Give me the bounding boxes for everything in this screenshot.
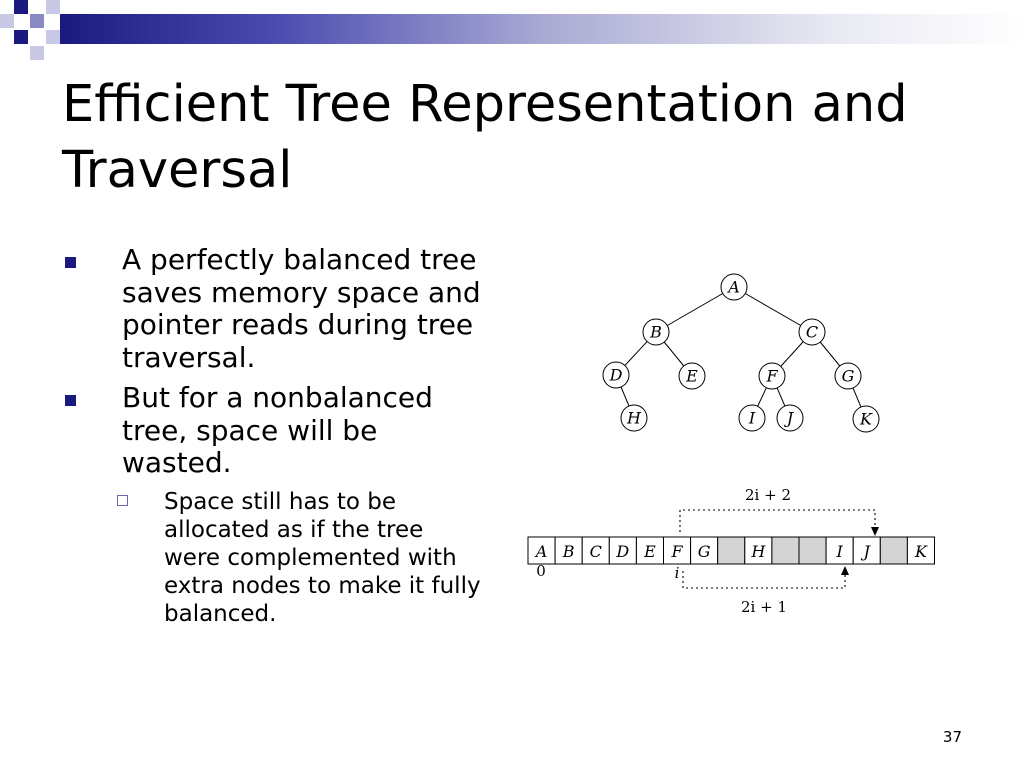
array-cell: E [635,536,665,565]
sub-bullet-text: Space still has to be allocated as if th… [164,488,481,627]
index-start-label: 0 [536,562,546,580]
hollow-square-bullet-icon [117,494,128,506]
bullet-text: A perfectly balanced tree saves memory s… [122,243,481,374]
bullet-square-icon [65,257,76,268]
index-i-label: i [675,564,680,582]
bullet-text: But for a nonbalanced tree, space will b… [122,381,433,479]
bullet-list: A perfectly balanced tree saves memory s… [62,243,482,628]
array-cell-label: I [835,542,843,561]
tree-node: J [776,404,804,432]
sub-bullet-item: Space still has to be allocated as if th… [62,488,482,628]
tree-node: C [798,318,826,346]
tree-node: A [720,273,748,301]
left-child-label: 2i + 1 [741,598,787,616]
array-cell-label: E [643,542,656,561]
array-cell: G [690,536,719,565]
tree-node-label: H [626,409,642,428]
tree-node: B [642,318,670,346]
tree-node-label: D [609,366,623,385]
array-cell: H [744,536,773,565]
tree-node-label: F [765,367,778,386]
tree-node-label: J [784,409,795,428]
slide-title: Efficient Tree Representation and Traver… [62,75,908,200]
tree-node: F [758,362,786,390]
tree-node: E [678,362,706,390]
tree-node: I [738,404,766,432]
bullet-item: A perfectly balanced tree saves memory s… [62,243,482,374]
array-cell: A [527,536,556,565]
array-cell-label: H [750,542,766,561]
array-cell-label: D [615,542,629,561]
array-cell [879,536,908,565]
array-cell-label: F [670,542,683,561]
tree-node: H [620,404,648,432]
array-cell: B [554,536,583,565]
tree-node-label: C [806,323,818,342]
array-cell: I [825,536,854,565]
bullet-square-icon [65,395,76,406]
array-cell: K [906,536,935,565]
tree-node: G [834,362,862,390]
right-child-label: 2i + 2 [745,486,791,504]
array-cell-label: G [698,542,711,561]
array-cell: J [852,536,881,565]
array-cell: F [663,536,692,565]
array-cell: C [581,536,610,565]
header-gradient-bar [60,14,1024,44]
array-cell-label: K [914,542,928,561]
tree-node-label: I [748,409,756,428]
tree-node: K [852,405,880,433]
tree-node-label: A [726,278,740,297]
bullet-item: But for a nonbalanced tree, space will b… [62,381,482,480]
decorative-squares [0,0,60,60]
array-cell-label: A [534,542,548,561]
tree-node-label: K [859,410,873,429]
tree-node-label: G [842,367,855,386]
array-cell [798,536,827,565]
array-cell-label: B [562,542,575,561]
page-number: 37 [942,728,962,746]
array-cell: D [608,536,637,565]
tree-node-label: E [685,367,698,386]
tree-node: D [602,361,630,389]
array-cell [717,536,746,565]
array-cell-label: C [590,542,602,561]
tree-node-label: B [649,323,662,342]
array-cell-label: J [861,542,872,561]
array-cell [771,536,800,565]
